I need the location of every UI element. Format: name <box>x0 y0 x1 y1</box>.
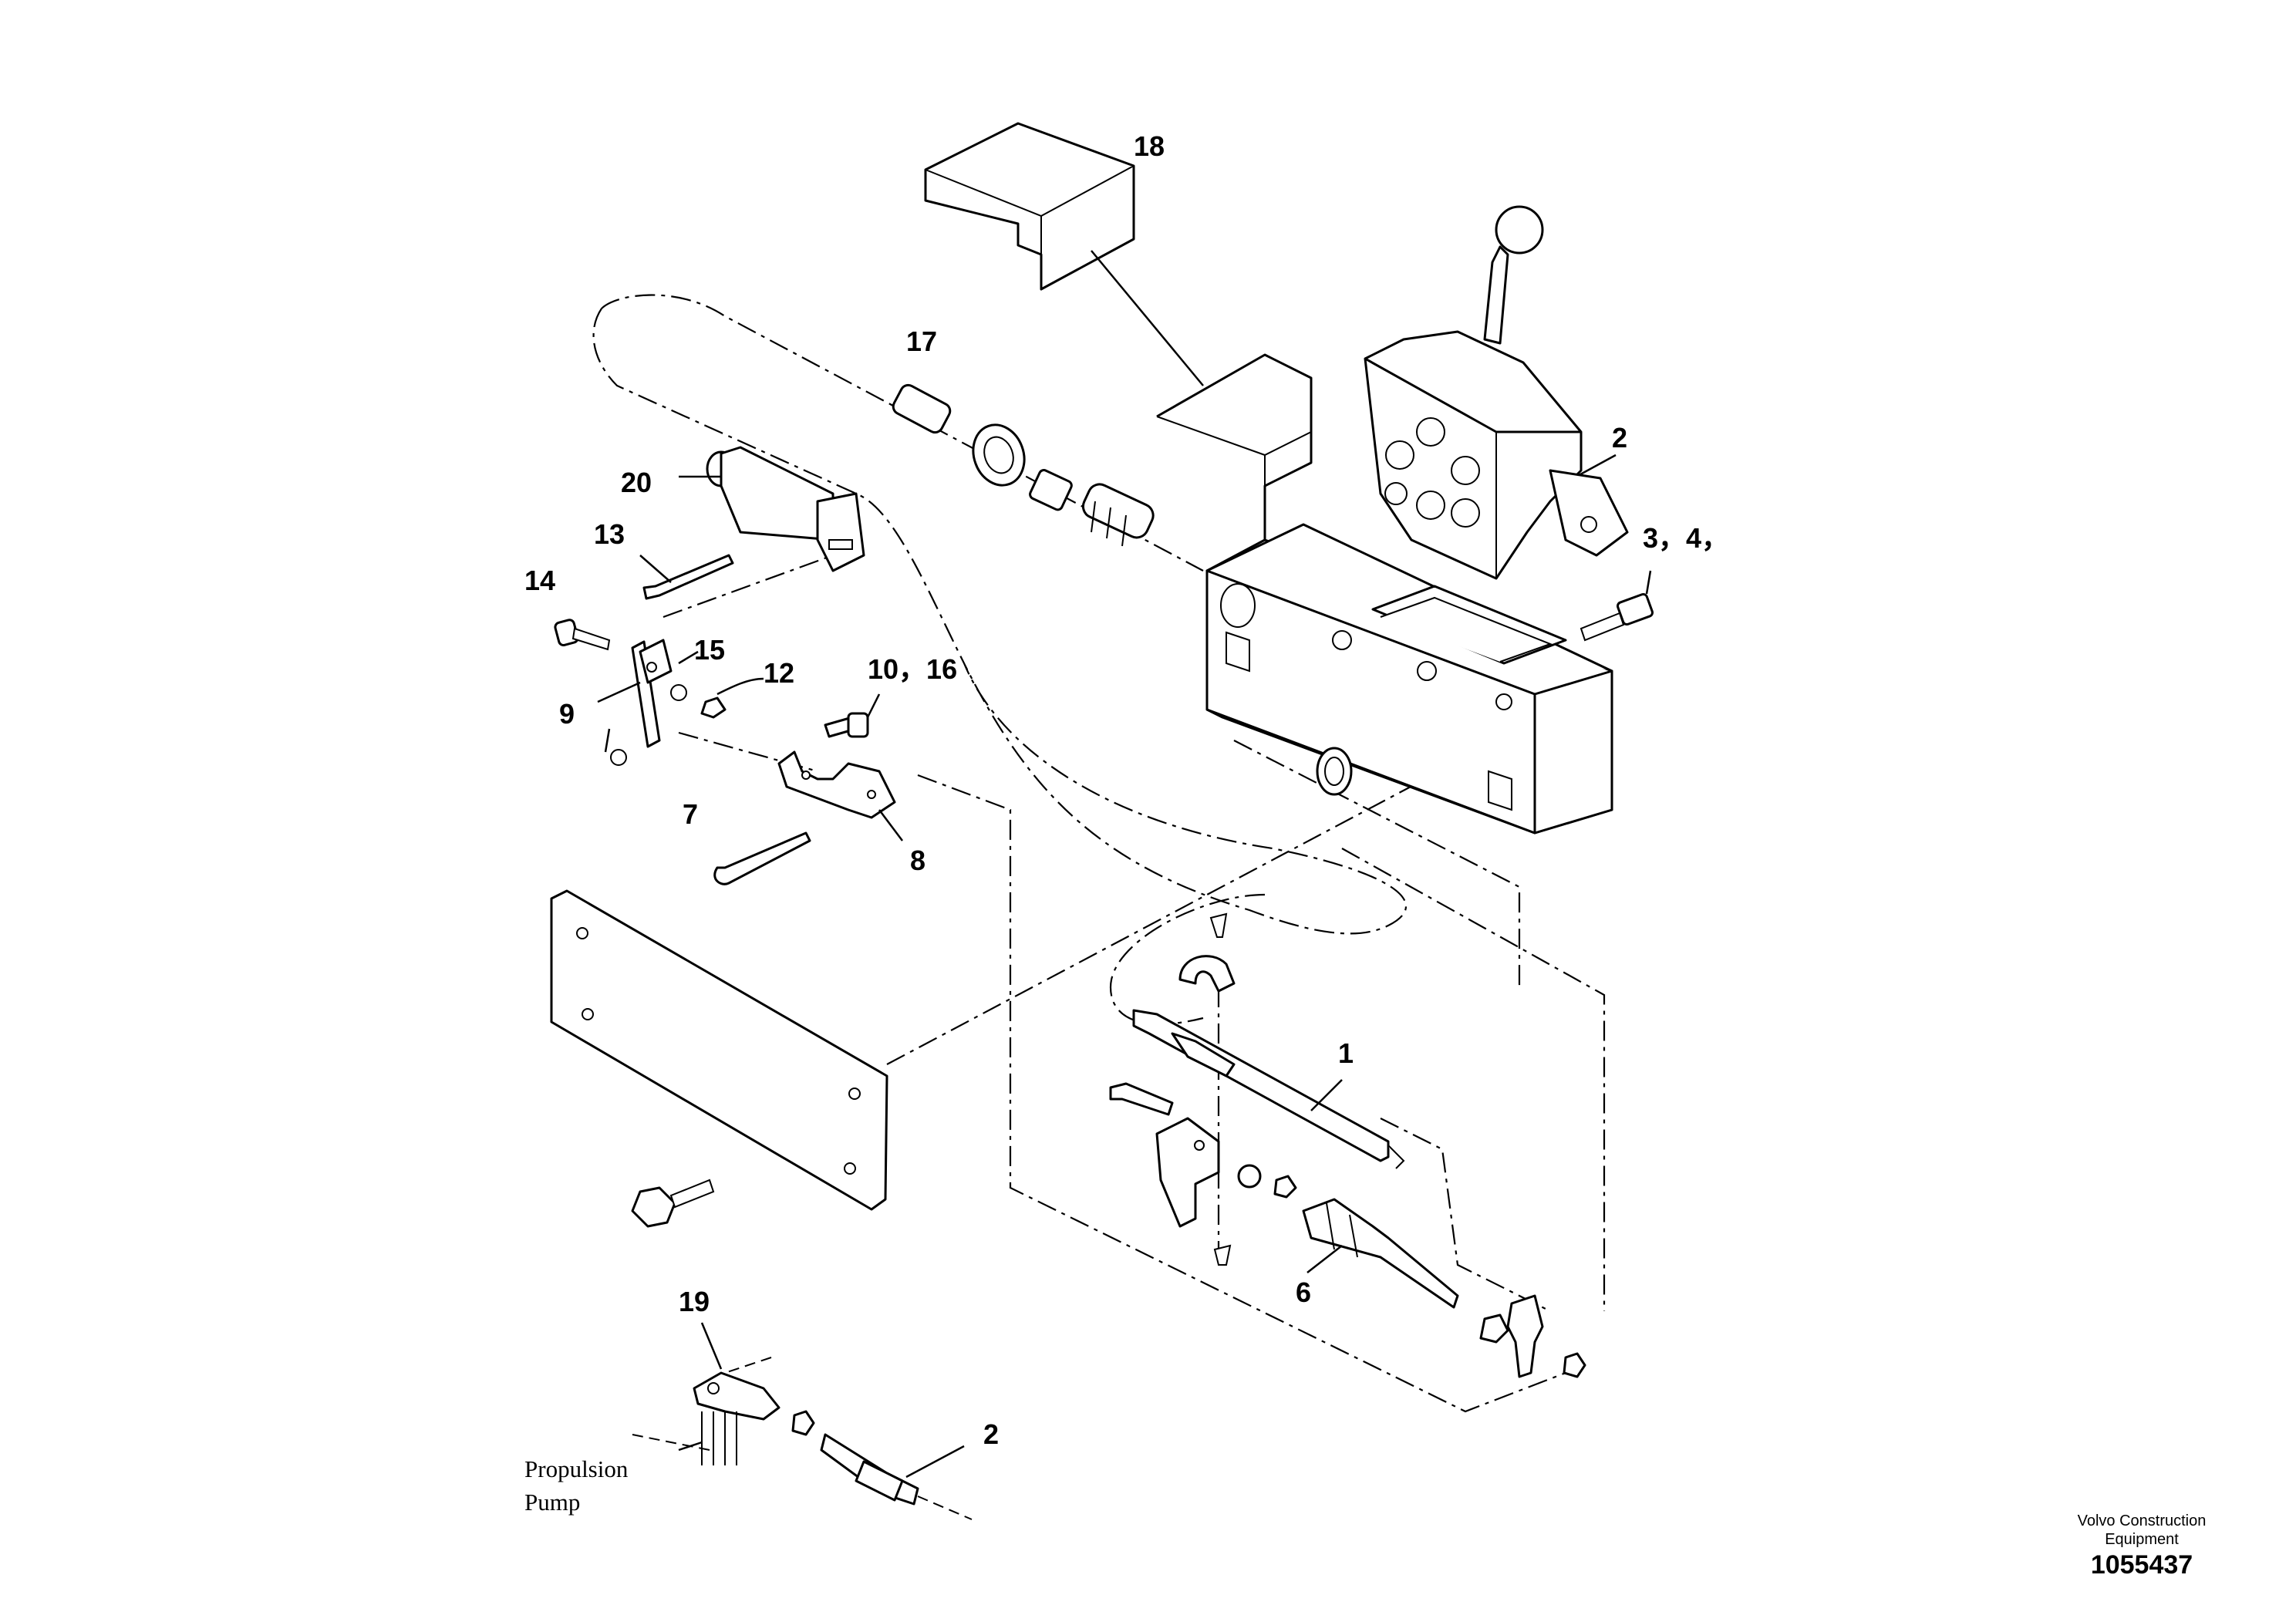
control-box-housing <box>1156 353 1613 835</box>
leader-13 <box>639 555 672 583</box>
cable-bracket <box>1109 1082 1220 1228</box>
callout-7: 7 <box>683 798 698 830</box>
brand-name: Volvo Construction Equipment <box>2057 1512 2227 1549</box>
part-18-cover-cap <box>924 122 1135 291</box>
leader-1 <box>1310 1079 1343 1111</box>
part-2-cable-end <box>820 1433 919 1506</box>
leader-propulsion-pump <box>678 1441 703 1452</box>
link-upper-b <box>663 554 834 619</box>
propulsion-pump-label-line2: Pump <box>524 1489 580 1516</box>
document-number: 1055437 <box>2090 1550 2193 1580</box>
leader-6 <box>1306 1245 1343 1273</box>
callout-17: 17 <box>906 325 937 357</box>
cable-clip <box>1178 912 1236 993</box>
brand-name-line1: Volvo Construction <box>2077 1512 2207 1529</box>
callout-10-16: 10，16 <box>868 653 957 685</box>
leader-9 <box>597 681 641 703</box>
leader-3-4 <box>1645 570 1652 595</box>
callout-12: 12 <box>764 657 794 689</box>
callout-1: 1 <box>1338 1037 1354 1069</box>
leader-18 <box>1091 250 1204 386</box>
leader-2-bottom <box>905 1445 965 1479</box>
link-bracket-down <box>917 774 1566 1413</box>
link-loop-right <box>1341 848 1606 1311</box>
callout-9: 9 <box>559 698 575 730</box>
callout-2-top: 2 <box>1612 422 1627 454</box>
callout-13: 13 <box>594 518 625 550</box>
callout-15: 15 <box>694 634 725 666</box>
propulsion-pump-label-line1: Propulsion <box>524 1455 629 1482</box>
part-19-clevis <box>693 1371 815 1465</box>
leader-10-16 <box>866 693 881 718</box>
callout-2-bottom: 2 <box>983 1418 999 1450</box>
harness-top-edge <box>601 294 1204 572</box>
leader-12 <box>716 677 764 696</box>
link-pump-left <box>724 1357 772 1374</box>
callout-6: 6 <box>1296 1276 1311 1308</box>
leader-19 <box>700 1322 723 1370</box>
part-20-solenoid-block <box>706 446 865 572</box>
callout-18: 18 <box>1134 130 1165 162</box>
leader-8 <box>878 809 903 841</box>
part-17-connector-assembly <box>892 383 1155 547</box>
part-2-control-lever <box>1364 205 1629 580</box>
part-1-control-cable <box>1132 1009 1405 1169</box>
leader-15 <box>678 650 699 665</box>
harness-loop-outline <box>592 308 1407 935</box>
link-plate-to-shaft <box>886 724 1528 1065</box>
part-8-bracket <box>777 750 896 819</box>
callout-8: 8 <box>910 845 925 876</box>
callout-14: 14 <box>524 565 555 596</box>
link-cable-end <box>917 1496 973 1520</box>
part-14-screw <box>554 619 611 651</box>
part-9-15-lever-arm <box>604 639 727 766</box>
part-3-4-bolt <box>1580 592 1654 642</box>
callout-20: 20 <box>621 467 652 498</box>
callout-19: 19 <box>679 1286 710 1317</box>
part-7-screw <box>713 831 811 885</box>
link-circle-loop <box>1109 893 1266 1025</box>
callout-3-4: 3，4， <box>1643 522 1729 554</box>
link-lower-chain <box>1380 1118 1551 1312</box>
part-13-screw <box>642 554 734 600</box>
link-pump-down <box>632 1434 710 1451</box>
mounting-plate <box>550 889 888 1228</box>
brand-name-line2: Equipment <box>2105 1531 2179 1548</box>
part-10-16-bolt <box>824 712 869 738</box>
part-6-cable <box>1213 1164 1586 1378</box>
